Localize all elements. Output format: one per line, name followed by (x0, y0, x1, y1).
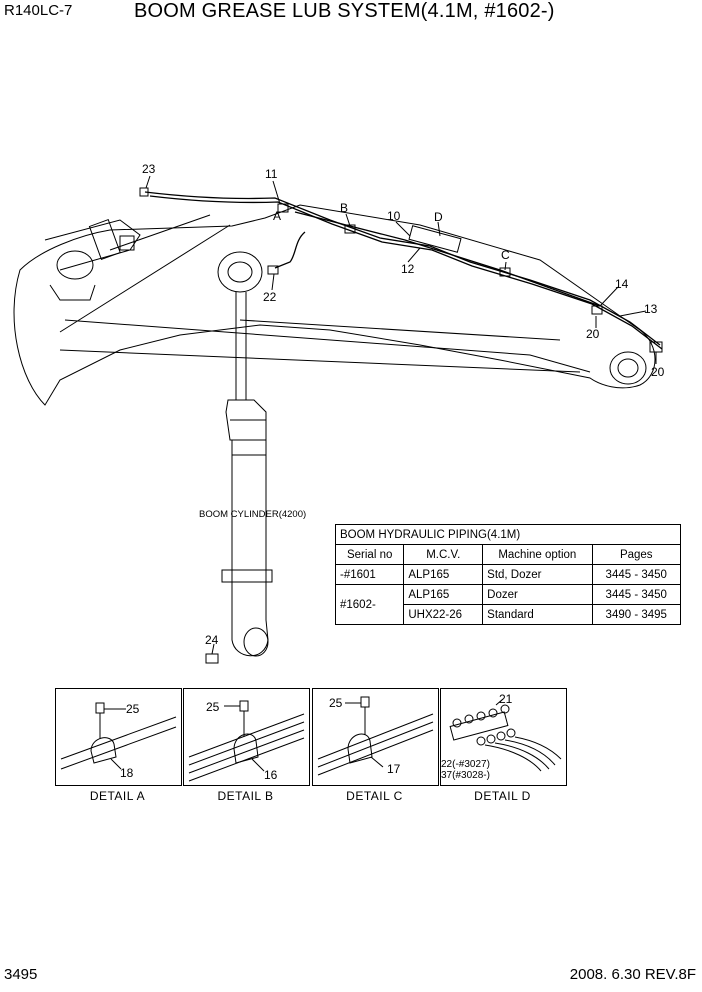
callout-12: 12 (401, 262, 415, 276)
col-header: Machine option (482, 544, 593, 565)
table-cell: Standard (482, 604, 593, 625)
detail-b-num-bottom: 16 (264, 768, 278, 782)
detail-d-caption: DETAIL D (474, 789, 531, 803)
table-row: #1602- ALP165 Dozer 3445 - 3450 (334, 584, 681, 625)
table-cell: 3445 - 3450 (591, 564, 681, 585)
model-code: R140LC-7 (4, 2, 73, 19)
table-cell: 3490 - 3495 (591, 604, 681, 625)
table-row: UHX22-26 Standard 3490 - 3495 (336, 604, 681, 625)
detail-d-note2: 37(#3028-) (441, 770, 490, 781)
table-row: -#1601 ALP165 Std, Dozer 3445 - 3450 (334, 564, 681, 585)
table-caption: BOOM HYDRAULIC PIPING(4.1M) (335, 524, 681, 545)
callout-24: 24 (205, 633, 219, 647)
detail-c-num-top: 25 (329, 696, 343, 710)
callout-c: C (501, 248, 510, 262)
detail-b-caption: DETAIL B (217, 789, 274, 803)
callout-13: 13 (644, 302, 658, 316)
detail-d-note1: 22(-#3027) (441, 759, 490, 770)
callout-20b: 20 (651, 365, 665, 379)
callout-d: D (434, 210, 443, 224)
callout-a: A (273, 209, 281, 223)
col-header: Pages (591, 544, 681, 565)
callout-14: 14 (615, 277, 629, 291)
detail-a-caption: DETAIL A (89, 789, 146, 803)
table-header-row: Serial no M.C.V. Machine option Pages (334, 544, 681, 565)
date-revision: 2008. 6.30 REV.8F (569, 966, 696, 983)
page-title: BOOM GREASE LUB SYSTEM(4.1M, #1602-) (134, 0, 555, 22)
table-cell: 3445 - 3450 (591, 584, 681, 605)
callout-23: 23 (142, 162, 156, 176)
col-header: Serial no (334, 544, 405, 565)
detail-c-num-bottom: 17 (387, 762, 401, 776)
table-cell: -#1601 (334, 564, 405, 585)
detail-b-num-top: 25 (206, 700, 220, 714)
table-cell: Dozer (482, 584, 593, 605)
col-header: M.C.V. (403, 544, 484, 565)
table-cell: ALP165 (403, 564, 484, 585)
detail-d-box: 21 22(-#3027) 37(#3028-) (440, 688, 567, 786)
callout-20a: 20 (586, 327, 600, 341)
detail-d-drawing: 21 22(-#3027) 37(#3028-) (441, 692, 562, 781)
detail-a-num-top: 25 (126, 702, 140, 716)
detail-c-caption: DETAIL C (346, 789, 403, 803)
detail-c-drawing: 25 17 (317, 696, 434, 776)
table-cell: Std, Dozer (482, 564, 593, 585)
callout-11: 11 (265, 167, 278, 181)
table-cell: #1602- (334, 584, 405, 625)
piping-table: BOOM HYDRAULIC PIPING(4.1M) Serial no M.… (334, 524, 681, 625)
table-cell: ALP165 (403, 584, 484, 605)
boom-cylinder-label: BOOM CYLINDER(4200) (199, 509, 307, 520)
table-cell: UHX22-26 (403, 604, 484, 625)
callout-10: 10 (387, 209, 401, 223)
page-number: 3495 (4, 966, 38, 983)
detail-b-box: 25 16 (183, 688, 310, 786)
callout-b: B (340, 201, 348, 215)
detail-d-num-top: 21 (499, 692, 513, 706)
detail-b-drawing: 25 16 (188, 700, 305, 782)
detail-a-num-bottom: 18 (120, 766, 134, 780)
detail-c-box: 25 17 (312, 688, 439, 786)
detail-a-drawing: 25 18 (60, 702, 177, 780)
callout-22: 22 (263, 290, 277, 304)
detail-a-box: 25 18 (55, 688, 182, 786)
